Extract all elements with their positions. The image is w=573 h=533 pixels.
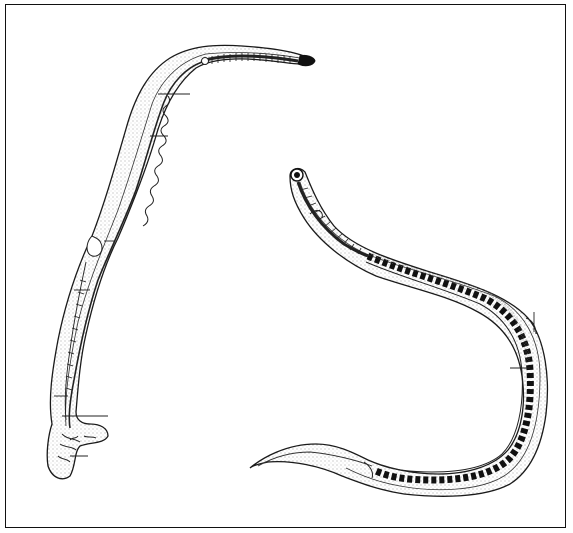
left-worm (47, 45, 315, 478)
left-worm-head (298, 55, 315, 65)
right-worm-body (250, 169, 547, 497)
left-worm-body (47, 45, 312, 478)
right-worm-mouth (294, 172, 300, 178)
right-worm (250, 169, 547, 497)
left-worm-nerve-ring (202, 58, 209, 65)
